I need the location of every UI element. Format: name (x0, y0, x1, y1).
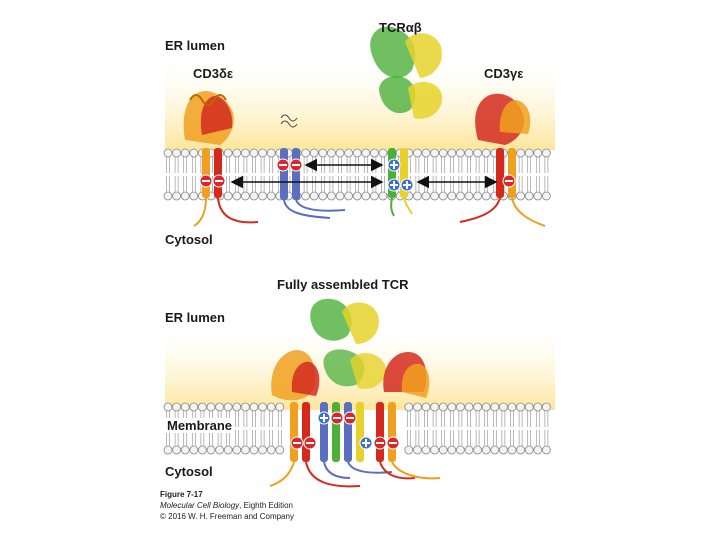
caption-figure: Figure 7-17 (160, 490, 203, 499)
cd3ge-label: CD3γε (484, 66, 524, 81)
bottom-cytosol-label: Cytosol (165, 464, 213, 479)
charge-signs (293, 414, 397, 447)
assembled-title: Fully assembled TCR (277, 277, 409, 292)
caption-copyright: © 2016 W. H. Freeman and Company (160, 512, 294, 521)
caption-book: Molecular Cell Biology, Eighth Edition (160, 501, 293, 510)
cd3ge-complex (459, 93, 546, 227)
membrane-label: Membrane (165, 418, 235, 433)
top-panel (163, 26, 555, 227)
assembled-tcr-complex (269, 298, 441, 488)
cd3de-label: CD3δε (193, 66, 234, 81)
bottom-lumen-label: ER lumen (165, 310, 225, 325)
tcr-alpha-beta (370, 26, 443, 217)
bottom-panel (163, 298, 555, 488)
top-cytosol-label: Cytosol (165, 232, 213, 247)
top-lumen-label: ER lumen (165, 38, 225, 53)
bottom-membrane-bilayer (163, 402, 551, 455)
tcr-label: TCRαβ (379, 20, 422, 35)
